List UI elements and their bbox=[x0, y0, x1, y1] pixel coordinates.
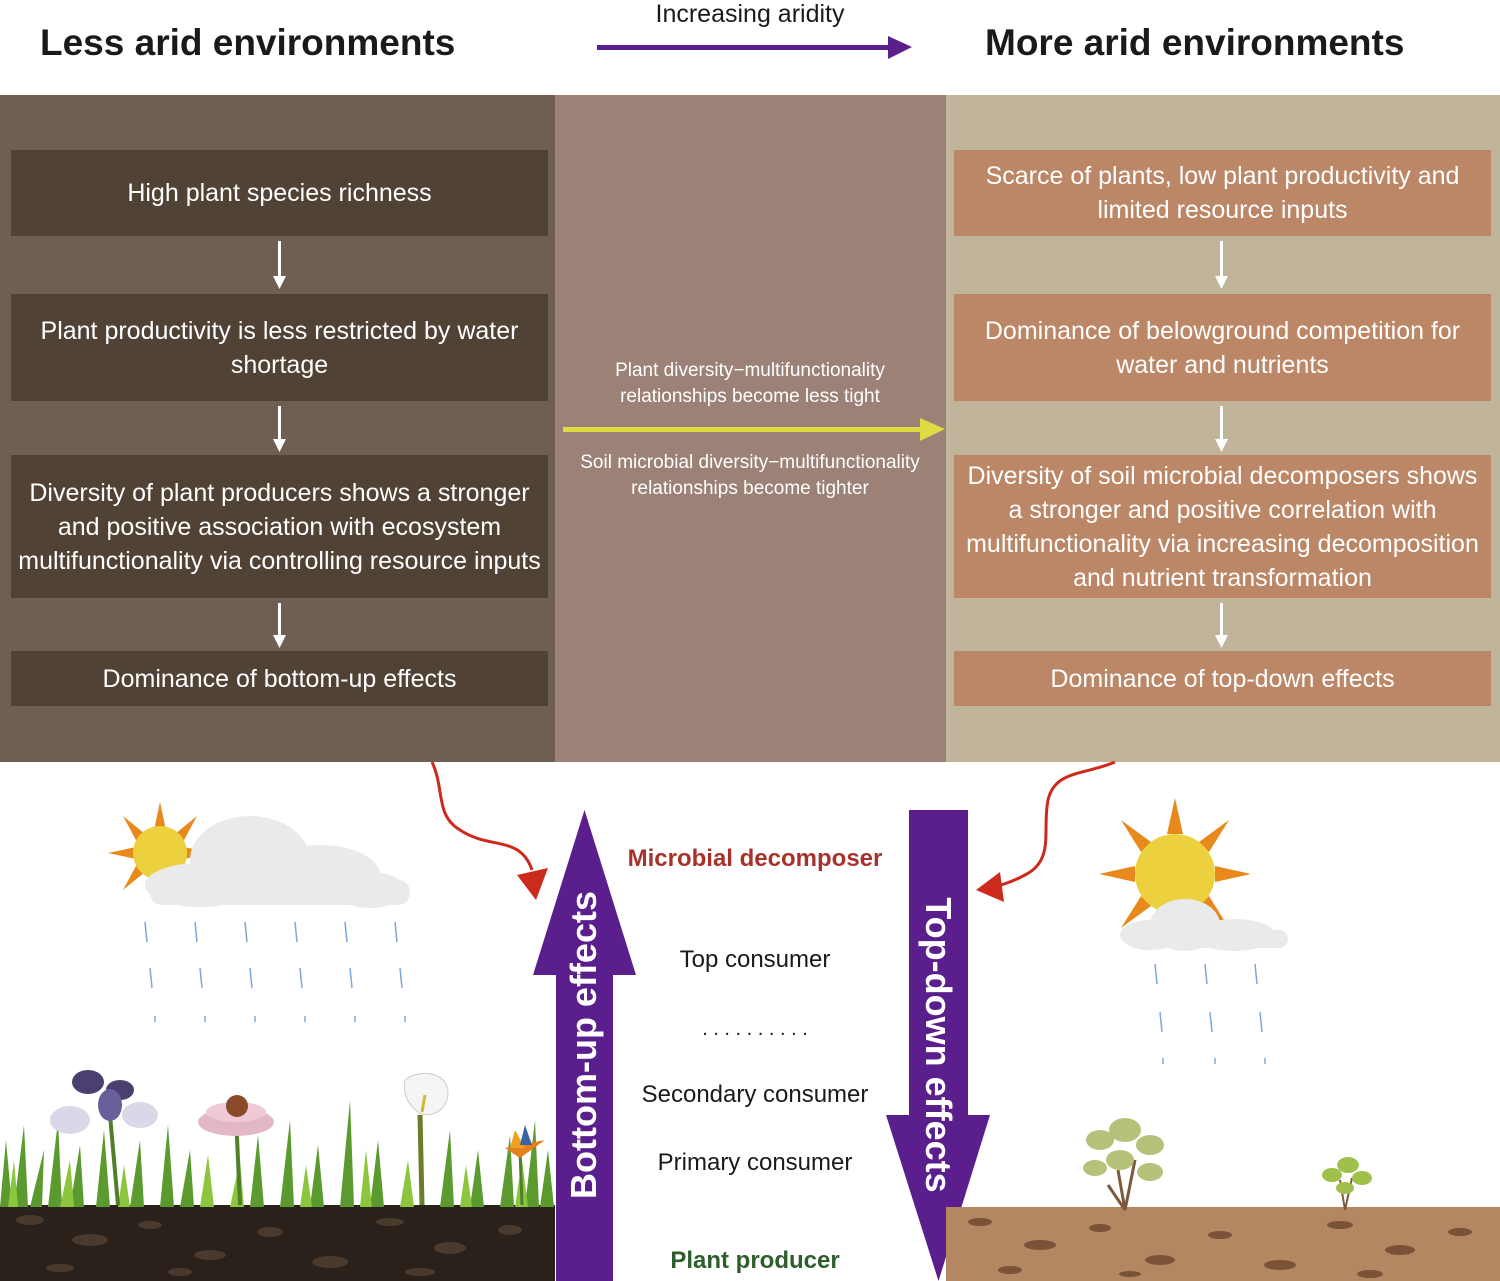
red-curve-arrow-left bbox=[430, 761, 548, 900]
shrub-small-icon bbox=[1322, 1157, 1372, 1211]
level-top-consumer: Top consumer bbox=[679, 946, 831, 973]
middle-lower-text: Soil microbial diversity−multifunctional… bbox=[580, 452, 920, 499]
aridity-arrow bbox=[597, 36, 912, 59]
top-down-arrow bbox=[886, 810, 990, 1281]
top-down-label: Top-down effects bbox=[918, 897, 959, 1193]
left-box-species-richness: High plant species richness bbox=[11, 150, 548, 236]
left-title: Less arid environments bbox=[40, 22, 456, 63]
shrub-large-icon bbox=[1083, 1118, 1164, 1211]
right-box-scarce-plants: Scarce of plants, low plant productivity… bbox=[954, 150, 1491, 236]
bird-of-paradise-icon bbox=[505, 1125, 545, 1206]
red-curve-arrow-right bbox=[976, 760, 1116, 902]
bottom-up-arrow bbox=[533, 810, 636, 1281]
left-box-productivity: Plant productivity is less restricted by… bbox=[11, 294, 548, 401]
right-cloud-icon bbox=[1120, 899, 1288, 951]
level-secondary-consumer: Secondary consumer bbox=[641, 1081, 869, 1108]
left-rain-icon bbox=[144, 921, 406, 1022]
coneflower-icon bbox=[198, 1095, 274, 1206]
level-plant-producer: Plant producer bbox=[670, 1247, 840, 1274]
right-box-belowground-competition: Dominance of belowground competition for… bbox=[954, 294, 1491, 401]
level-microbial-decomposer: Microbial decomposer bbox=[627, 845, 883, 872]
level-primary-consumer: Primary consumer bbox=[657, 1149, 853, 1176]
dry-soil bbox=[946, 1207, 1500, 1281]
iris-flower-icon bbox=[50, 1070, 158, 1206]
middle-upper-text: Plant diversity−multifunctionality relat… bbox=[615, 360, 885, 407]
left-box-plant-diversity: Diversity of plant producers shows a str… bbox=[11, 455, 548, 598]
left-flow-arrows bbox=[273, 241, 286, 648]
right-flow-arrows bbox=[1215, 241, 1228, 648]
left-cloud-icon bbox=[145, 816, 410, 908]
aridity-label: Increasing aridity bbox=[655, 0, 845, 28]
left-box-bottom-up: Dominance of bottom-up effects bbox=[11, 651, 548, 706]
bottom-up-label: Bottom-up effects bbox=[563, 891, 604, 1199]
right-box-top-down: Dominance of top-down effects bbox=[954, 651, 1491, 706]
grass-light-icon bbox=[8, 1150, 528, 1207]
calla-lily-icon bbox=[403, 1072, 449, 1206]
dark-soil bbox=[0, 1205, 555, 1281]
right-rain-icon bbox=[1154, 963, 1266, 1064]
right-box-microbial-diversity: Diversity of soil microbial decomposers … bbox=[954, 455, 1491, 598]
middle-arrow bbox=[563, 418, 945, 441]
right-title: More arid environments bbox=[985, 22, 1405, 63]
grass-icon bbox=[0, 1100, 554, 1207]
level-dots: . . . . . . . . . . bbox=[702, 1018, 808, 1040]
